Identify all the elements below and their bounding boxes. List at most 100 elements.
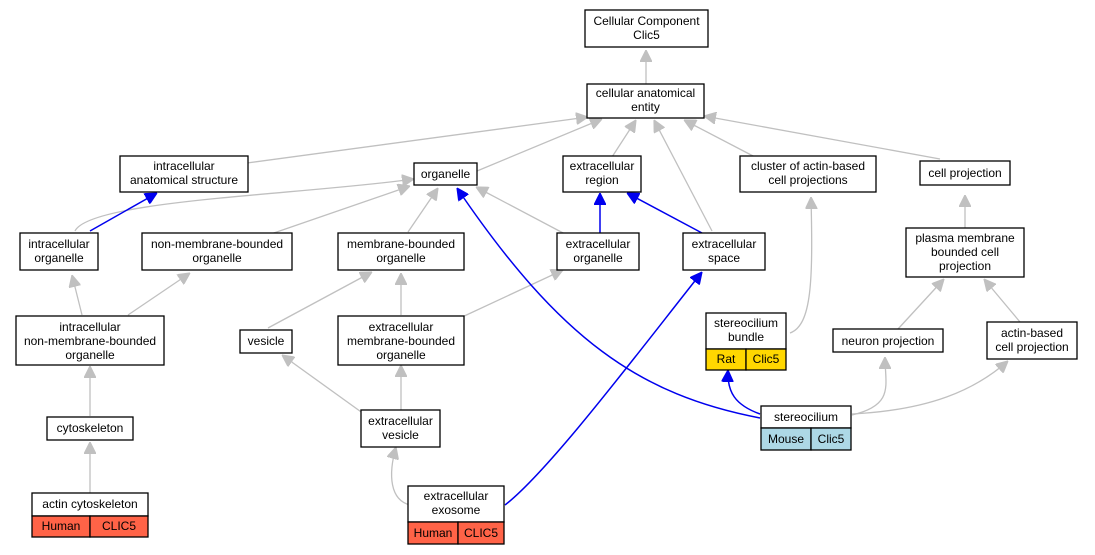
gene-label: CLIC5 (464, 526, 498, 540)
node-non-membrane-bounded-organelle[interactable]: non-membrane-bounded organelle (141, 232, 293, 271)
node-intracellular-non-membrane-bounded-organelle[interactable]: intracellular non-membrane-bounded organ… (15, 315, 165, 366)
edge-nmbo-org (267, 186, 410, 236)
node-label: intracellular (153, 159, 214, 173)
node-label: bounded cell (931, 245, 999, 259)
edge-embo-extorg (459, 270, 563, 319)
node-membrane-bounded-organelle[interactable]: membrane-bounded organelle (337, 232, 465, 271)
node-intracellular-anatomical-structure[interactable]: intracellular anatomical structure (119, 155, 249, 193)
node-actin-based-cell-projection[interactable]: actin-based cell projection (986, 321, 1078, 360)
node-label: extracellular (368, 414, 433, 428)
edge-ias-cae (246, 117, 588, 164)
node-intracellular-organelle[interactable]: intracellular organelle (19, 232, 99, 271)
node-label: intracellular (28, 237, 89, 251)
node-label: extracellular (424, 489, 489, 503)
edge-stereo-abcp (851, 361, 1008, 415)
node-label: organelle (65, 348, 115, 362)
node-label: Cellular Component (593, 14, 700, 28)
node-extracellular-space[interactable]: extracellular space (682, 232, 766, 271)
node-label: extracellular (692, 237, 757, 251)
node-label: entity (631, 100, 660, 114)
node-label: non-membrane-bounded (24, 334, 156, 348)
node-extracellular-exosome[interactable]: extracellular exosome Human CLIC5 (407, 485, 505, 545)
node-label: organelle (376, 251, 426, 265)
node-stereocilium-bundle[interactable]: stereocilium bundle Rat Clic5 (705, 312, 787, 371)
nodes: Cellular Component Clic5 cellular anatom… (15, 9, 1078, 545)
node-vesicle[interactable]: vesicle (239, 329, 293, 354)
node-label: organelle (34, 251, 84, 265)
edge-inmbo-intorg (72, 275, 83, 316)
node-label: actin cytoskeleton (42, 497, 137, 511)
node-label: stereocilium (714, 316, 778, 330)
edge-exosome-extves (392, 447, 411, 506)
node-extracellular-vesicle[interactable]: extracellular vesicle (360, 409, 441, 448)
node-label: vesicle (382, 428, 419, 442)
node-label: vesicle (248, 334, 285, 348)
node-label: cell projections (768, 173, 847, 187)
node-label: neuron projection (842, 334, 935, 348)
node-label: Clic5 (633, 28, 660, 42)
node-stereocilium[interactable]: stereocilium Mouse Clic5 (760, 405, 852, 451)
node-label: cell projection (995, 340, 1068, 354)
annotated-edges (89, 188, 761, 506)
node-label: organelle (421, 167, 471, 181)
node-label: actin-based (1001, 326, 1063, 340)
node-neuron-projection[interactable]: neuron projection (832, 328, 944, 353)
species-label: Mouse (768, 432, 804, 446)
edge-extreg-cae (611, 120, 636, 158)
gene-label: CLIC5 (102, 519, 136, 533)
edge-extspace-cae (654, 120, 713, 232)
node-extracellular-membrane-bounded-organelle[interactable]: extracellular membrane-bounded organelle (337, 315, 465, 366)
node-label: membrane-bounded (347, 334, 455, 348)
node-label: cell projection (928, 166, 1001, 180)
node-label: non-membrane-bounded (151, 237, 283, 251)
node-label: extracellular (566, 237, 631, 251)
node-label: organelle (192, 251, 242, 265)
edge-inmbo-nmbo (127, 273, 190, 316)
edge-stereo-org (457, 188, 761, 419)
node-label: extracellular (570, 159, 635, 173)
node-label: anatomical structure (130, 173, 238, 187)
edge-abcp-pmbcp (984, 279, 1021, 323)
edge-intorg-ias (89, 193, 157, 232)
edge-org-cae (476, 119, 602, 172)
edge-vesicle-mbo (267, 272, 372, 329)
node-label: cluster of actin-based (751, 159, 865, 173)
edge-extorg-org (476, 187, 566, 235)
node-organelle[interactable]: organelle (413, 162, 478, 186)
edge-neuron-pmbcp (897, 279, 944, 330)
node-label: organelle (376, 348, 426, 362)
node-actin-cytoskeleton[interactable]: actin cytoskeleton Human CLIC5 (31, 492, 149, 538)
node-label: plasma membrane (915, 231, 1015, 245)
node-label: bundle (728, 330, 764, 344)
gene-label: Clic5 (753, 352, 780, 366)
edges (72, 50, 1021, 506)
node-label: region (585, 173, 618, 187)
node-extracellular-region[interactable]: extracellular region (562, 155, 642, 193)
node-label: intracellular (59, 320, 120, 334)
edge-mbo-org (407, 188, 438, 233)
node-label: membrane-bounded (347, 237, 455, 251)
node-label: cytoskeleton (57, 421, 124, 435)
node-extracellular-organelle[interactable]: extracellular organelle (556, 232, 640, 271)
node-cytoskeleton[interactable]: cytoskeleton (46, 416, 134, 441)
edge-cluster-cae (684, 120, 756, 158)
edge-stereo-sbundle (728, 370, 761, 415)
node-label: extracellular (369, 320, 434, 334)
species-label: Human (42, 519, 81, 533)
node-cellular-component-clic5[interactable]: Cellular Component Clic5 (584, 9, 709, 48)
node-label: cellular anatomical (596, 86, 695, 100)
edge-extspace-extreg (627, 192, 703, 234)
node-plasma-membrane-bounded-cell-projection[interactable]: plasma membrane bounded cell projection (905, 227, 1025, 278)
edge-intorg-org (74, 179, 414, 232)
node-cluster-of-actin-based-cell-projections[interactable]: cluster of actin-based cell projections (739, 155, 877, 193)
node-label: exosome (432, 503, 481, 517)
edge-sbundle-cluster (789, 197, 812, 334)
gene-label: Clic5 (818, 432, 845, 446)
node-cell-projection[interactable]: cell projection (919, 160, 1011, 186)
edge-stereo-neuron (851, 357, 886, 416)
edge-extves-vesicle (282, 355, 365, 415)
node-cellular-anatomical-entity[interactable]: cellular anatomical entity (586, 83, 705, 119)
node-label: projection (939, 259, 991, 273)
edge-cellproj-cae (704, 116, 941, 160)
